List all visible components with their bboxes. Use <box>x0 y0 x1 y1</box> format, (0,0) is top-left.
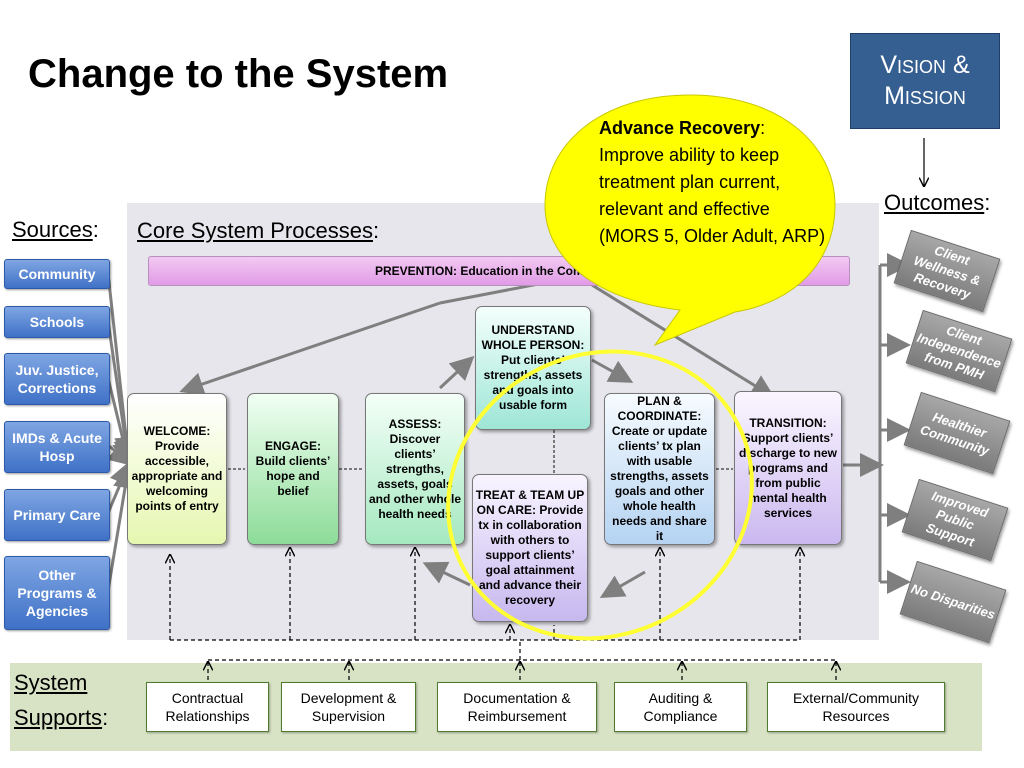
process-welcome: WELCOME: Provide accessible, appropriate… <box>127 393 227 545</box>
sources-label: Sources: <box>12 217 99 243</box>
vision-mission-box: Vision & Mission <box>850 33 1000 129</box>
system-supports-label-line1: System <box>14 670 88 695</box>
highlight-ring <box>446 349 754 641</box>
support-development: Development & Supervision <box>281 682 416 732</box>
support-external-resources: External/Community Resources <box>767 682 945 732</box>
process-understand: UNDERSTAND WHOLE PERSON: Put clients’ st… <box>475 306 591 430</box>
core-processes-label-text: Core System Processes <box>137 218 373 243</box>
process-plan: PLAN & COORDINATE: Create or update clie… <box>604 393 715 545</box>
source-primary-care: Primary Care <box>4 489 110 541</box>
sources-label-text: Sources <box>12 217 93 242</box>
callout-text: Advance Recovery: Improve ability to keep… <box>599 115 829 250</box>
callout-colon: : <box>760 118 766 138</box>
callout-heading: Advance Recovery <box>599 118 761 138</box>
source-juvenile-justice: Juv. Justice, Corrections <box>4 353 110 405</box>
system-supports-label-line2: Supports <box>14 705 103 731</box>
sources-label-colon: : <box>92 217 99 242</box>
process-treat: TREAT & TEAM UP ON CARE: Provide tx in c… <box>472 474 588 622</box>
core-processes-label: Core System Processes: <box>137 218 379 244</box>
outcomes-label: Outcomes: <box>884 190 990 216</box>
page-title: Change to the System <box>28 52 449 96</box>
advance-recovery-callout <box>544 94 836 347</box>
support-auditing: Auditing & Compliance <box>614 682 747 732</box>
outcomes-label-text: Outcomes <box>884 190 985 215</box>
support-documentation: Documentation & Reimbursement <box>437 682 597 732</box>
system-supports-label-colon: : <box>102 705 109 731</box>
callout-body: Improve ability to keep treatment plan c… <box>599 145 826 246</box>
source-schools: Schools <box>4 306 110 338</box>
source-community: Community <box>4 259 110 289</box>
process-engage: ENGAGE: Build clients’ hope and belief <box>247 393 339 545</box>
source-other-programs: Other Programs & Agencies <box>4 556 110 630</box>
source-imds-acute-hosp: IMDs & Acute Hosp <box>4 421 110 473</box>
core-processes-label-colon: : <box>372 218 380 243</box>
outcomes-label-colon: : <box>984 190 991 215</box>
support-contractual: Contractual Relationships <box>146 682 269 732</box>
